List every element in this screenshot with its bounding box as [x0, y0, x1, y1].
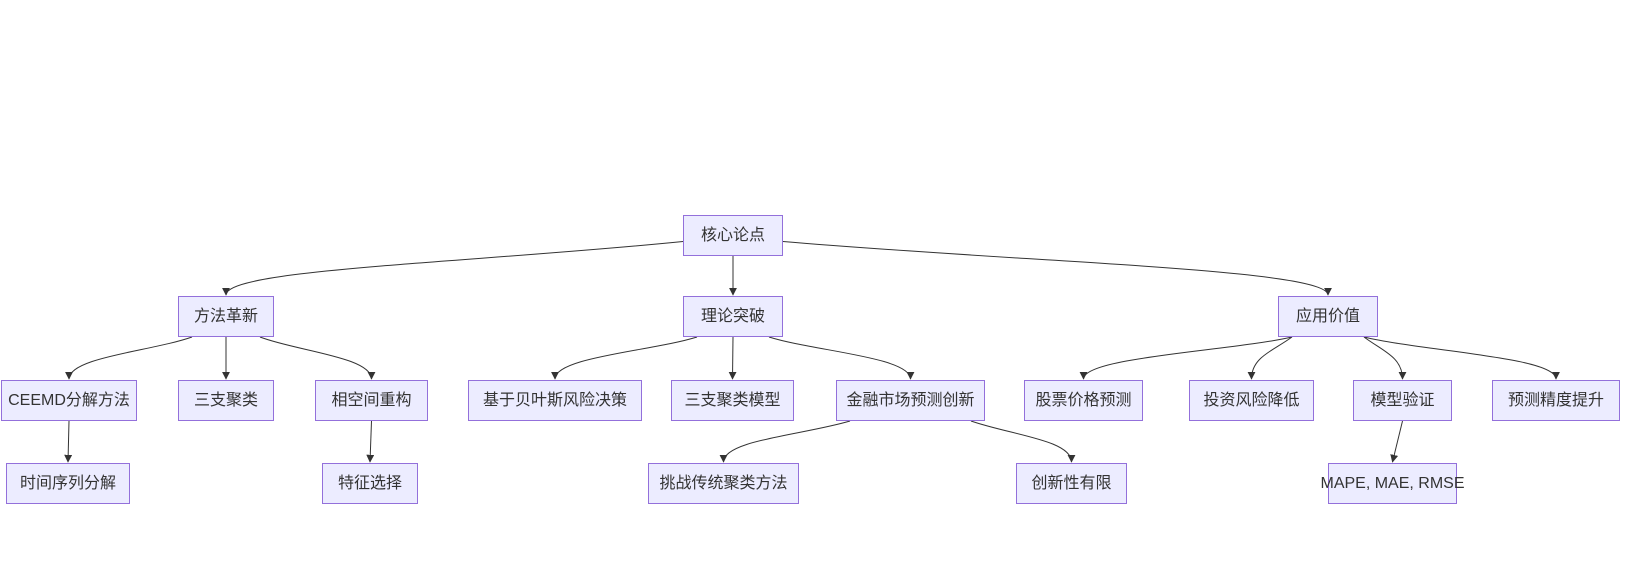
- edge-theory-bayes: [551, 336, 698, 380]
- node-label-theory: 理论突破: [700, 307, 765, 325]
- node-label-bayes: 基于贝叶斯风险决策: [482, 391, 627, 409]
- node-challenge: 挑战传统聚类方法: [648, 463, 799, 504]
- node-bayes: 基于贝叶斯风险决策: [468, 380, 642, 421]
- edge-core-application: [782, 241, 1332, 296]
- node-label-metrics: MAPE, MAE, RMSE: [1320, 474, 1465, 492]
- node-stock: 股票价格预测: [1024, 380, 1143, 421]
- node-metrics: MAPE, MAE, RMSE: [1320, 463, 1465, 504]
- node-label-threeway: 三支聚类: [193, 391, 258, 409]
- node-label-limited: 创新性有限: [1031, 474, 1112, 492]
- node-fininnov: 金融市场预测创新: [836, 380, 985, 421]
- node-application: 应用价值: [1278, 296, 1378, 337]
- node-label-risk: 投资风险降低: [1203, 391, 1300, 409]
- node-label-twcmodel: 三支聚类模型: [684, 391, 781, 409]
- node-feature: 特征选择: [322, 463, 418, 504]
- node-label-challenge: 挑战传统聚类方法: [659, 474, 788, 492]
- node-twcmodel: 三支聚类模型: [671, 380, 794, 421]
- node-label-ceemd: CEEMD分解方法: [8, 391, 130, 409]
- node-core: 核心论点: [683, 215, 783, 256]
- node-label-application: 应用价值: [1295, 307, 1360, 325]
- node-limited: 创新性有限: [1016, 463, 1127, 504]
- node-label-stock: 股票价格预测: [1035, 391, 1132, 409]
- node-label-validation: 模型验证: [1370, 391, 1435, 409]
- edge-application-stock: [1079, 336, 1293, 380]
- node-tsdecomp: 时间序列分解: [6, 463, 130, 504]
- node-phasespace: 相空间重构: [315, 380, 428, 421]
- node-label-accuracy: 预测精度提升: [1507, 391, 1604, 409]
- edge-theory-twcmodel: [728, 336, 737, 380]
- edge-validation-metrics: [1390, 420, 1403, 463]
- node-risk: 投资风险降低: [1189, 380, 1314, 421]
- edge-fininnov-challenge: [719, 420, 851, 463]
- node-accuracy: 预测精度提升: [1492, 380, 1620, 421]
- node-label-fininnov: 金融市场预测创新: [846, 391, 975, 409]
- edge-theory-fininnov: [768, 336, 915, 380]
- edge-core-method: [222, 241, 684, 296]
- edge-fininnov-limited: [970, 420, 1076, 463]
- edge-application-validation: [1363, 336, 1407, 380]
- node-theory: 理论突破: [683, 296, 783, 337]
- node-label-core: 核心论点: [700, 226, 765, 244]
- node-label-feature: 特征选择: [337, 474, 402, 492]
- edge-phasespace-feature: [366, 420, 375, 463]
- node-label-tsdecomp: 时间序列分解: [19, 474, 116, 492]
- edge-method-ceemd: [65, 336, 193, 380]
- edge-application-risk: [1247, 336, 1293, 380]
- edge-group: [64, 241, 1560, 463]
- node-method: 方法革新: [178, 296, 274, 337]
- edge-ceemd-tsdecomp: [64, 420, 73, 463]
- node-validation: 模型验证: [1353, 380, 1452, 421]
- node-ceemd: CEEMD分解方法: [1, 380, 137, 421]
- node-label-method: 方法革新: [193, 307, 258, 325]
- node-threeway: 三支聚类: [178, 380, 274, 421]
- edge-method-phasespace: [259, 336, 376, 380]
- edge-application-accuracy: [1363, 336, 1560, 380]
- node-label-phasespace: 相空间重构: [331, 391, 412, 409]
